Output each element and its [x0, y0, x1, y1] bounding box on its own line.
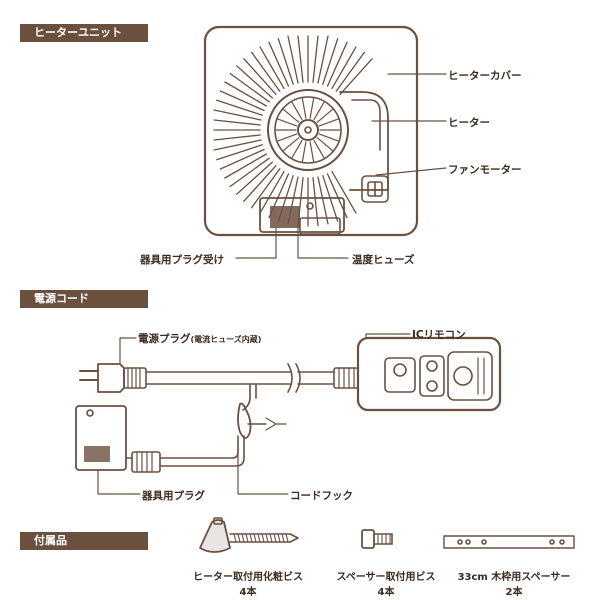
accessories-drawing	[199, 517, 575, 553]
label-thermal-fuse: 温度ヒューズ	[352, 254, 415, 266]
section-tag-heater-unit: ヒーターユニット	[20, 24, 148, 42]
accessory-name-wood-spacer: 33cm 木枠用スペーサー	[457, 572, 571, 583]
label-ic-remote: ICリモコン	[412, 329, 466, 341]
accessory-name-decorative-screw: ヒーター取付用化粧ビス	[193, 572, 303, 583]
accessory-name-spacer-screw: スペーサー取付用ビス	[336, 572, 436, 583]
label-power-plug-note: (電流ヒューズ内蔵)	[190, 335, 262, 344]
section-tag-accessories: 付属品	[20, 532, 148, 550]
label-appliance-plug: 器具用プラグ	[142, 490, 205, 502]
label-cord-hook: コードフック	[290, 490, 353, 502]
section-tag-power-cord: 電源コード	[20, 290, 148, 308]
label-power-plug: 電源プラグ(電流ヒューズ内蔵)	[138, 331, 261, 346]
accessory-qty-spacer-screw: 4本	[377, 587, 395, 598]
heater-unit-drawing	[203, 25, 447, 259]
power-cord-drawing	[75, 333, 502, 495]
label-heater: ヒーター	[448, 117, 490, 129]
label-power-plug-text: 電源プラグ	[138, 333, 191, 345]
accessory-qty-decorative-screw: 4本	[239, 587, 257, 598]
label-heater-cover: ヒーターカバー	[448, 70, 522, 82]
label-appliance-socket: 器具用プラグ受け	[140, 254, 224, 266]
label-fan-motor: ファンモーター	[448, 164, 522, 176]
accessory-qty-wood-spacer: 2本	[505, 587, 523, 598]
